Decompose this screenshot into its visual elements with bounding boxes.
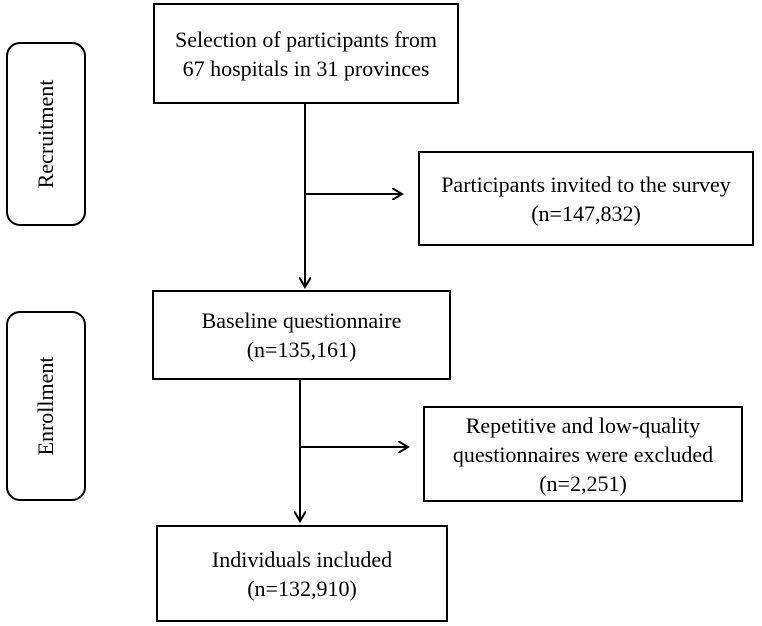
baseline-box: Baseline questionnaire (n=135,161) (152, 290, 451, 380)
excluded-line-1: Repetitive and low-quality (465, 412, 701, 438)
included-line-2: (n=132,910) (247, 575, 357, 601)
selection-line-1: Selection of participants from (174, 26, 438, 52)
excluded-box: Repetitive and low-quality questionnaire… (423, 406, 743, 502)
baseline-line-1: Baseline questionnaire (201, 308, 402, 333)
baseline-line-2: (n=135,161) (246, 337, 357, 362)
invited-line-1: Participants invited to the survey (441, 171, 731, 197)
excluded-line-3: (n=2,251) (539, 470, 627, 496)
selection-line-2: 67 hospitals in 31 provinces (182, 55, 430, 81)
selection-box: Selection of participants from 67 hospit… (153, 3, 459, 104)
included-box: Individuals included (n=132,910) (156, 525, 448, 622)
invited-line-2: (n=147,832) (531, 200, 641, 226)
stage-enrollment-label: Enrollment (33, 356, 58, 456)
stage-enrollment: Enrollment (6, 311, 86, 501)
stage-recruitment: Recruitment (6, 42, 86, 226)
invited-box: Participants invited to the survey (n=14… (418, 151, 754, 246)
included-line-1: Individuals included (211, 546, 393, 572)
stage-recruitment-label: Recruitment (33, 79, 58, 189)
excluded-line-2: questionnaires were excluded (452, 441, 714, 467)
